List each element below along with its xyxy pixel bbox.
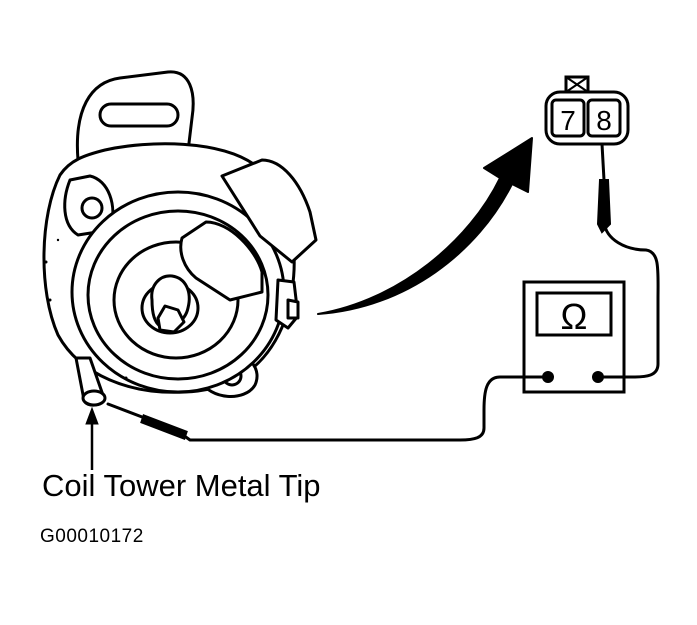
pin-7-label: 7: [560, 105, 576, 136]
large-arrow: [317, 137, 533, 315]
probe-pin8-wire: [600, 142, 606, 182]
ohm-symbol: Ω: [561, 296, 588, 337]
ohmmeter: [522, 280, 626, 394]
probe-pin8: [596, 179, 612, 234]
lead-right: [596, 220, 660, 379]
lead-left: [174, 375, 550, 442]
ohmmeter-display: [535, 291, 613, 337]
pin-cell-8: [586, 98, 622, 138]
coil-tower-tip: [81, 389, 107, 407]
ear-hole-left: [80, 196, 104, 220]
figure-id: G00010172: [40, 526, 144, 547]
flange-slot: [98, 102, 180, 128]
connector-block: [220, 158, 318, 264]
distributor-drawing: [42, 70, 318, 407]
coil-tip-label: Coil Tower Metal Tip: [42, 468, 321, 503]
pin-8-label: 8: [596, 105, 612, 136]
callout-arrow: [85, 406, 99, 470]
probe-coil: [140, 414, 188, 440]
texture-marks: [44, 238, 150, 390]
connector-plug: [179, 220, 264, 302]
pin-cell-7: [550, 98, 586, 138]
test-leads: [106, 142, 660, 442]
rotor-tip: [156, 304, 186, 334]
side-clip-tab: [286, 298, 300, 320]
harness-connector: [544, 75, 630, 146]
